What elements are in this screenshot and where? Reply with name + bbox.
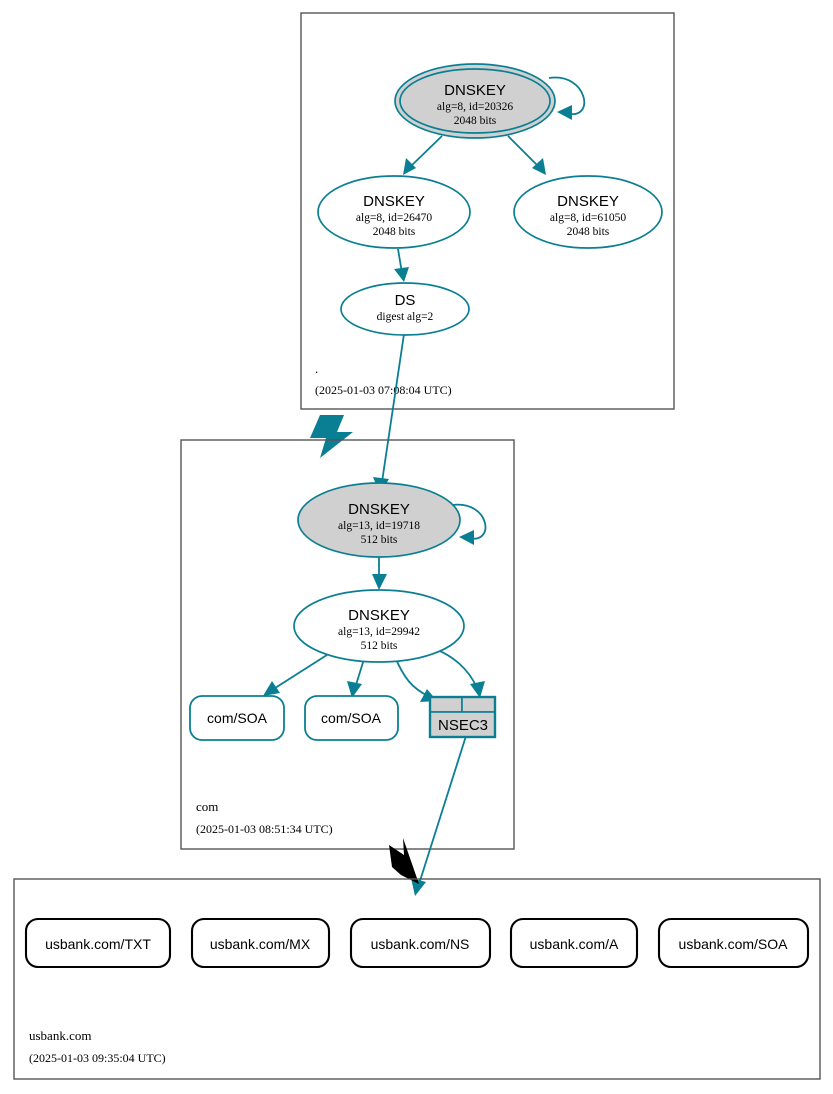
edge-proof-nsec3-to-usbank xyxy=(418,735,467,885)
edge-proof-nsec3-to-usbank-arrowhead xyxy=(411,878,426,896)
zone-timestamp-root: (2025-01-03 07:08:04 UTC) xyxy=(315,383,452,397)
node-root-zsk-26470-line3: 2048 bits xyxy=(373,226,416,238)
node-usbank-txt[interactable]: usbank.com/TXT xyxy=(24,917,172,969)
node-com-zsk-line2: alg=13, id=29942 xyxy=(338,626,420,638)
node-com-soa-1-box xyxy=(189,695,285,741)
node-com-nsec3-border xyxy=(428,695,497,739)
node-usbank-soa-box xyxy=(657,917,810,969)
node-usbank-soa-label: usbank.com/SOA xyxy=(679,936,789,952)
zone-label-root: . xyxy=(315,361,318,376)
node-usbank-ns[interactable]: usbank.com/NS xyxy=(349,917,492,969)
node-root-zsk-26470-ellipse xyxy=(317,175,471,249)
delegation-arrow-com-to-usbank-shape xyxy=(389,838,419,884)
node-root-zsk-26470-line2: alg=8, id=26470 xyxy=(356,212,432,224)
node-com-nsec3-label: NSEC3 xyxy=(438,717,488,734)
zone-usbank: usbank.com (2025-01-03 09:35:04 UTC) xyxy=(13,878,821,1080)
edge-sign-root-26470-to-ds-arrowhead xyxy=(394,267,409,282)
node-root-zsk-61050-title: DNSKEY xyxy=(557,193,619,210)
edge-self-sign-root-ksk xyxy=(548,76,586,115)
delegation-arrow-root-to-com xyxy=(310,415,353,458)
zone-com: com (2025-01-03 08:51:34 UTC) xyxy=(180,439,515,850)
node-com-soa-1[interactable]: com/SOA xyxy=(189,695,285,741)
node-com-soa-2-label: com/SOA xyxy=(321,710,382,726)
node-com-zsk-title: DNSKEY xyxy=(348,607,410,624)
node-root-ksk[interactable]: DNSKEY alg=8, id=20326 2048 bits xyxy=(394,63,556,139)
edge-ds-chain-root-to-com xyxy=(381,333,405,483)
node-root-ds-ellipse xyxy=(340,282,470,336)
node-usbank-mx[interactable]: usbank.com/MX xyxy=(190,917,331,969)
node-com-nsec3[interactable]: NSEC3 xyxy=(428,695,497,739)
delegation-arrow-root-to-com-shape xyxy=(310,415,353,458)
node-com-zsk[interactable]: DNSKEY alg=13, id=29942 512 bits xyxy=(293,589,465,663)
node-usbank-txt-box xyxy=(24,917,172,969)
zone-timestamp-com: (2025-01-03 08:51:34 UTC) xyxy=(196,822,333,836)
node-root-zsk-61050-line3: 2048 bits xyxy=(567,226,610,238)
edge-self-sign-root-ksk-arrowhead xyxy=(557,105,572,120)
edge-self-sign-com-ksk xyxy=(451,503,487,540)
edge-sign-root-ksk-to-61050-arrowhead xyxy=(532,158,546,175)
node-com-nsec3-header-cell-left xyxy=(429,696,463,713)
node-root-ds[interactable]: DS digest alg=2 xyxy=(340,282,470,336)
node-usbank-a-label: usbank.com/A xyxy=(530,936,619,952)
edge-sign-com-zsk-to-soa-2-arrowhead xyxy=(347,681,362,698)
node-root-ds-line2: digest alg=2 xyxy=(377,311,434,323)
edge-sign-com-ksk-to-zsk-arrowhead xyxy=(372,574,387,590)
node-com-nsec3-header-cell-right xyxy=(461,696,496,713)
node-com-ksk-ellipse xyxy=(297,482,461,558)
zone-box-com xyxy=(180,439,515,850)
zone-box-root xyxy=(300,12,675,410)
node-root-zsk-61050-ellipse xyxy=(513,175,663,249)
node-root-ksk-line2: alg=8, id=20326 xyxy=(437,101,513,113)
zone-label-usbank: usbank.com xyxy=(29,1028,91,1043)
node-usbank-ns-label: usbank.com/NS xyxy=(371,936,470,952)
node-com-ksk-line2: alg=13, id=19718 xyxy=(338,520,420,532)
zone-root: . (2025-01-03 07:08:04 UTC) xyxy=(300,12,675,410)
node-usbank-mx-box xyxy=(190,917,331,969)
node-root-zsk-61050-line2: alg=8, id=61050 xyxy=(550,212,626,224)
zone-box-usbank xyxy=(13,878,821,1080)
node-usbank-ns-box xyxy=(349,917,492,969)
node-root-zsk-26470-title: DNSKEY xyxy=(363,193,425,210)
node-root-ds-title: DS xyxy=(395,292,416,309)
node-com-nsec3-body-cell xyxy=(429,711,496,738)
node-com-zsk-line3: 512 bits xyxy=(361,640,398,652)
edge-sign-com-zsk-to-soa-1-arrowhead xyxy=(263,681,280,696)
node-usbank-a-box xyxy=(509,917,639,969)
node-root-ksk-title: DNSKEY xyxy=(444,82,506,99)
node-usbank-txt-label: usbank.com/TXT xyxy=(45,936,151,952)
node-usbank-soa[interactable]: usbank.com/SOA xyxy=(657,917,810,969)
node-com-soa-1-label: com/SOA xyxy=(207,710,268,726)
edge-sign-root-ksk-to-26470 xyxy=(408,135,443,169)
node-com-soa-2-box xyxy=(304,695,399,741)
edge-sign-root-ksk-to-26470-arrowhead xyxy=(403,158,416,175)
node-root-zsk-61050[interactable]: DNSKEY alg=8, id=61050 2048 bits xyxy=(513,175,663,249)
node-usbank-mx-label: usbank.com/MX xyxy=(210,936,311,952)
delegation-arrow-com-to-usbank xyxy=(389,838,419,884)
zone-timestamp-usbank: (2025-01-03 09:35:04 UTC) xyxy=(29,1051,166,1065)
node-com-ksk-title: DNSKEY xyxy=(348,501,410,518)
node-root-ksk-line3: 2048 bits xyxy=(454,115,497,127)
edge-self-sign-com-ksk-arrowhead xyxy=(459,530,474,545)
node-com-ksk[interactable]: DNSKEY alg=13, id=19718 512 bits xyxy=(297,482,461,558)
edge-sign-com-zsk-to-nsec3-left xyxy=(394,656,429,697)
node-com-ksk-line3: 512 bits xyxy=(361,534,398,546)
edge-sign-root-ksk-to-61050 xyxy=(507,135,541,169)
node-com-zsk-ellipse xyxy=(293,589,465,663)
node-com-soa-2[interactable]: com/SOA xyxy=(304,695,399,741)
zone-label-com: com xyxy=(196,799,218,814)
node-root-zsk-26470[interactable]: DNSKEY alg=8, id=26470 2048 bits xyxy=(317,175,471,249)
edge-sign-com-zsk-to-nsec3-top-arrowhead xyxy=(470,681,485,698)
edge-sign-com-zsk-to-soa-1 xyxy=(271,652,331,691)
node-root-ksk-ellipse-inner xyxy=(399,68,551,134)
node-usbank-a[interactable]: usbank.com/A xyxy=(509,917,639,969)
